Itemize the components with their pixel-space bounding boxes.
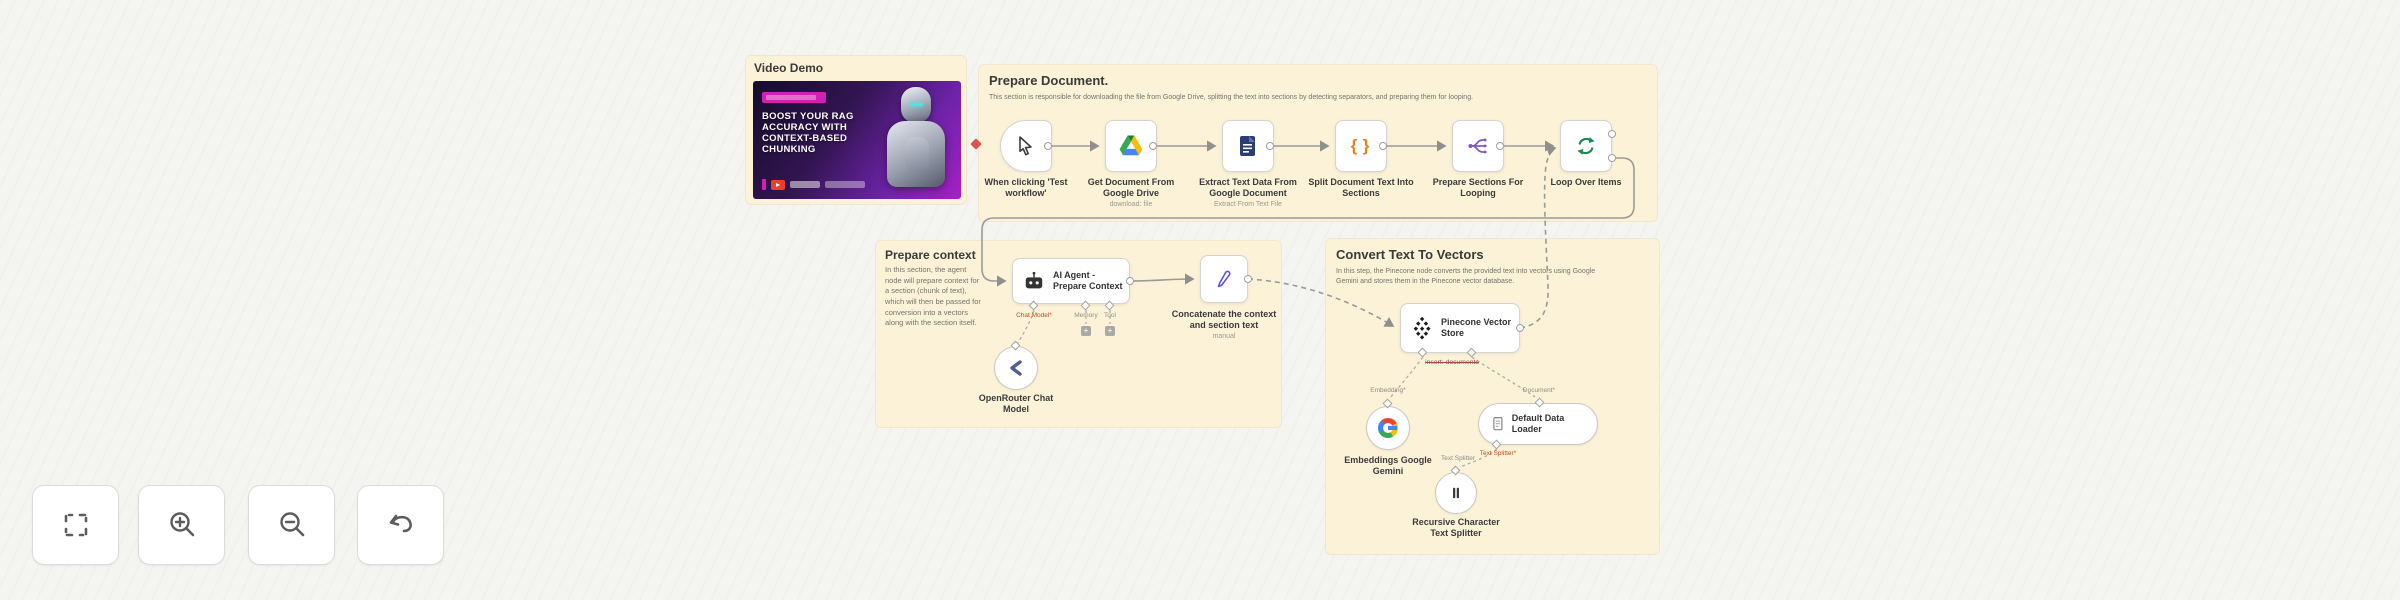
node-concatenate[interactable] [1200, 255, 1248, 303]
output-port-trigger[interactable] [1044, 142, 1052, 150]
node-ai-agent[interactable]: AI Agent - Prepare Context [1012, 258, 1130, 304]
category-badge [762, 92, 826, 103]
sticky-convert-vectors-title: Convert Text To Vectors [1336, 247, 1484, 262]
output-port-sections[interactable] [1496, 142, 1504, 150]
sticky-video-title: Video Demo [754, 61, 824, 75]
node-title-ai-agent: AI Agent - Prepare Context [1053, 269, 1123, 291]
cursor-icon [1019, 136, 1032, 156]
node-recursive-splitter[interactable] [1435, 472, 1477, 514]
add-memory-button[interactable]: + [1081, 326, 1091, 336]
sticky-convert-vectors[interactable]: Convert Text To Vectors In this step, th… [1325, 238, 1660, 555]
google-g-icon [1378, 418, 1398, 438]
partner-logo [790, 181, 820, 188]
zoom-out-button[interactable] [248, 485, 335, 565]
output-port-agent[interactable] [1126, 277, 1134, 285]
node-subtitle-concat: manual [1212, 332, 1236, 340]
document-icon [1493, 417, 1503, 431]
node-label-concat: Concatenate the context and section text… [1144, 309, 1304, 341]
google-docs-icon [1240, 136, 1255, 156]
port-label-text-splitter-req: Text Splitter* [1479, 450, 1517, 457]
sticky-prepare-document-title: Prepare Document. [989, 73, 1109, 88]
node-title-loader: Default Data Loader [1511, 412, 1565, 434]
port-label-document: Document* [1522, 387, 1556, 394]
loop-arrows-icon [1577, 137, 1595, 155]
undo-icon [389, 514, 412, 533]
robot-image [871, 85, 959, 195]
sticky-prepare-context-desc: In this section, the agent node will pre… [885, 265, 981, 328]
node-label-openrouter: OpenRouter Chat Model [978, 393, 1054, 414]
split-out-icon [1468, 138, 1487, 154]
video-thumbnail-heading: BOOST YOUR RAG ACCURACY WITH CONTEXT-BAS… [762, 111, 854, 155]
node-embeddings-gemini[interactable] [1366, 406, 1410, 450]
google-drive-icon [1119, 135, 1143, 156]
youtube-logo [771, 179, 785, 190]
sticky-video-demo[interactable]: Video Demo BOOST YOUR RAG ACCURACY WITH … [745, 55, 967, 205]
output-port-pinecone[interactable] [1516, 324, 1524, 332]
code-braces-icon: { } [1350, 136, 1372, 155]
node-default-data-loader[interactable]: Default Data Loader [1478, 403, 1598, 445]
port-label-tool: Tool [1104, 312, 1116, 319]
undo-zoom-button[interactable] [357, 485, 444, 565]
output-port-loop-loop[interactable] [1608, 154, 1616, 162]
video-logos [762, 179, 865, 190]
sticky-prepare-document-desc: This section is responsible for download… [989, 94, 1474, 101]
fit-view-button[interactable] [32, 485, 119, 565]
node-subtitle-pinecone: insert: documents [1425, 359, 1479, 366]
pause-bars-icon [1453, 487, 1459, 499]
video-thumbnail[interactable]: BOOST YOUR RAG ACCURACY WITH CONTEXT-BAS… [753, 81, 961, 199]
node-pinecone-vector-store[interactable]: Pinecone Vector Store [1400, 303, 1520, 353]
zoom-in-button[interactable] [138, 485, 225, 565]
magenta-bar-logo [762, 179, 766, 190]
output-port-gdrive[interactable] [1149, 142, 1157, 150]
output-port-code[interactable] [1379, 142, 1387, 150]
fit-view-icon [64, 513, 87, 537]
output-port-loop-done[interactable] [1608, 130, 1616, 138]
sticky-prepare-context-title: Prepare context [885, 248, 976, 262]
node-label-loop: Loop Over Items [1550, 177, 1622, 187]
openrouter-icon [1010, 360, 1022, 376]
node-subtitle-extract: Extract From Text File [1214, 200, 1282, 208]
zoom-out-icon [279, 512, 304, 537]
add-tool-button[interactable]: + [1105, 326, 1115, 336]
partner-logo [825, 181, 865, 188]
pinecone-icon [1413, 316, 1431, 340]
zoom-in-icon [169, 512, 194, 537]
pencil-icon [1217, 270, 1231, 288]
node-label-splitter: Recursive Character Text Splitter [1412, 517, 1500, 538]
robot-icon [1025, 271, 1043, 289]
node-openrouter-chat-model[interactable] [994, 346, 1038, 390]
node-title-pinecone: Pinecone Vector Store [1441, 316, 1512, 338]
node-loop-over-items[interactable] [1560, 120, 1612, 172]
port-label-text-splitter: Text Splitter [1441, 455, 1475, 462]
port-label-embedding: Embedding* [1370, 387, 1406, 394]
output-port-extract[interactable] [1266, 142, 1274, 150]
output-port-concat[interactable] [1244, 275, 1252, 283]
sticky-convert-vectors-desc: In this step, the Pinecone node converts… [1336, 268, 1596, 285]
node-label-gemini: Embeddings Google Gemini [1344, 455, 1432, 476]
port-label-chat-model: Chat Model* [1016, 312, 1052, 319]
